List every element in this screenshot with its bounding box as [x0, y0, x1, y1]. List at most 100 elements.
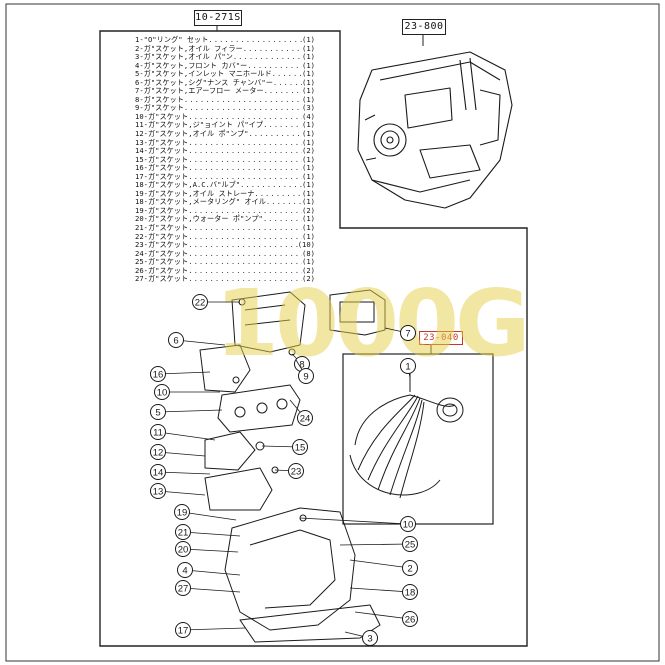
part-list-item[interactable]: 27-ガ"スケット...............................…: [135, 275, 315, 284]
part-leader-dots: ........................................…: [242, 44, 302, 53]
part-list-item[interactable]: 5-ガ"スケット,インレット マニホールド...................…: [135, 70, 315, 79]
callout-15[interactable]: 15: [261, 439, 308, 455]
callout-26[interactable]: 26: [354, 611, 418, 627]
part-list-item[interactable]: 26-ガ"スケット...............................…: [135, 266, 315, 276]
part-leader-dots: ........................................…: [262, 215, 302, 224]
part-quantity: (2): [302, 205, 315, 215]
callout-circle: [175, 541, 191, 557]
callout-number: 6: [173, 335, 178, 346]
part-list-item[interactable]: 19-ガ"スケット...............................…: [135, 205, 315, 216]
part-name: 13-ガ"スケット: [135, 137, 189, 147]
engine-ref-box[interactable]: 23-800: [402, 19, 446, 35]
main-ref-box[interactable]: 10-271S: [194, 10, 242, 26]
part-list-item[interactable]: 17-ガ"スケット...............................…: [135, 172, 315, 182]
callout-6[interactable]: 6: [168, 332, 226, 348]
part-list-item[interactable]: 2-ガ"スケット,オイル フィラー.......................…: [135, 44, 315, 54]
part-list-item[interactable]: 15-ガ"スケット...............................…: [135, 155, 315, 165]
part-leader-dots: ........................................…: [188, 224, 303, 233]
part-list-item[interactable]: 22-ガ"スケット...............................…: [135, 231, 315, 242]
part-list-item[interactable]: 19-ガ"スケット,オイル ストレーナ.....................…: [135, 188, 315, 199]
callout-9[interactable]: 9: [295, 359, 314, 384]
harness-ref-box[interactable]: 23-040: [419, 331, 463, 345]
callout-1[interactable]: 1: [400, 358, 416, 379]
callout-12[interactable]: 12: [150, 444, 206, 460]
callout-leader-line: [157, 409, 223, 413]
part-leader-dots: ........................................…: [188, 172, 303, 181]
part-list-item[interactable]: 16-ガ"スケット...............................…: [135, 164, 315, 173]
callout-27[interactable]: 27: [175, 580, 241, 596]
part-name: 22-ガ"スケット: [135, 231, 189, 241]
part-list-item[interactable]: 9-ガ"スケット................................…: [135, 104, 315, 113]
part-list-item[interactable]: 4-ガ"スケット,フロント カバ"ー......................…: [135, 60, 315, 71]
callout-20[interactable]: 20: [175, 541, 239, 557]
callout-2[interactable]: 2: [349, 559, 418, 576]
callout-circle: [150, 444, 166, 460]
part-name: 19-ガ"スケット,オイル ストレーナ: [135, 188, 255, 198]
part-name: 16-ガ"スケット: [135, 163, 189, 173]
part-list-item[interactable]: 23-ガ"スケット...............................…: [135, 241, 315, 250]
part-list-item[interactable]: 11-ガ"スケット,ジ"ョイント パ"イプ...................…: [135, 121, 315, 130]
part-list-item[interactable]: 10-ガ"スケット...............................…: [135, 112, 315, 122]
callout-25[interactable]: 25: [339, 536, 418, 552]
part-list-item[interactable]: 24-ガ"スケット...............................…: [135, 248, 315, 259]
callout-3[interactable]: 3: [344, 630, 378, 646]
callout-17[interactable]: 17: [175, 622, 246, 638]
callout-23[interactable]: 23: [274, 463, 304, 479]
part-quantity: (8): [302, 248, 315, 258]
part-name: 9-ガ"スケット: [135, 103, 184, 113]
callout-circle: [175, 622, 191, 638]
callout-number: 25: [405, 539, 416, 550]
callout-number: 20: [178, 544, 189, 555]
callout-22[interactable]: 22: [192, 294, 241, 310]
part-list-item[interactable]: 13-ガ"スケット...............................…: [135, 137, 315, 148]
part-leader-dots: ........................................…: [188, 155, 303, 164]
callout-number: 23: [291, 466, 302, 477]
part-leader-dots: ........................................…: [240, 181, 302, 190]
part-list-item[interactable]: 21-ガ"スケット...............................…: [135, 223, 315, 233]
part-quantity: (1): [302, 257, 315, 267]
callout-number: 8: [299, 359, 304, 370]
callout-16[interactable]: 16: [150, 366, 211, 382]
part-list-item[interactable]: 1-"O"リング" セット...........................…: [135, 35, 315, 45]
callout-number: 14: [153, 467, 164, 478]
callout-18[interactable]: 18: [349, 584, 418, 600]
callout-leader-line: [182, 531, 241, 537]
callout-19[interactable]: 19: [174, 504, 237, 521]
part-list-item[interactable]: 7-ガ"スケット,エアーフロー メーター....................…: [135, 87, 315, 96]
part-list-item[interactable]: 8-ガ"スケット................................…: [135, 95, 315, 105]
callout-10[interactable]: 10: [299, 516, 416, 532]
part-list-item[interactable]: 6-ガ"スケット,シグ"ナンス チャンバ"ー..................…: [135, 78, 315, 88]
callout-14[interactable]: 14: [150, 464, 211, 480]
callout-number: 17: [178, 625, 189, 636]
part-list-item[interactable]: 12-ガ"スケット,オイル ポ"ンプ".....................…: [135, 129, 315, 139]
callout-circle: [362, 630, 378, 646]
part-leader-dots: ........................................…: [254, 189, 303, 198]
callout-7[interactable]: 7: [384, 325, 416, 341]
part-quantity: (1): [302, 137, 315, 147]
callout-leader-line: [299, 517, 409, 525]
part-list-item[interactable]: 25-ガ"スケット...............................…: [135, 258, 315, 267]
part-leader-dots: ........................................…: [188, 206, 303, 215]
callout-21[interactable]: 21: [175, 524, 241, 540]
callout-circle: [175, 524, 191, 540]
callout-4[interactable]: 4: [177, 562, 241, 578]
callout-11[interactable]: 11: [150, 424, 216, 441]
part-list-item[interactable]: 20-ガ"スケット,ウォーター ポ"ンプ"...................…: [135, 215, 315, 224]
callout-number: 4: [182, 565, 187, 576]
callout-circle: [150, 366, 166, 382]
part-list-item[interactable]: 3-ガ"スケット,オイル パ"ン........................…: [135, 53, 315, 62]
part-list-item[interactable]: 14-ガ"スケット...............................…: [135, 147, 315, 156]
callout-circle: [150, 483, 166, 499]
part-list-item[interactable]: 18-ガ"スケット,メータリング" オイル...................…: [135, 198, 315, 207]
part-leader-dots: ........................................…: [188, 138, 303, 147]
callout-13[interactable]: 13: [150, 483, 206, 499]
watermark: 1000G: [215, 270, 531, 377]
callout-24[interactable]: 24: [289, 399, 313, 426]
part-list-item[interactable]: 18-ガ"スケット,A.C.バ"ルブ".....................…: [135, 181, 315, 190]
part-name: 4-ガ"スケット,フロント カバ"ー: [135, 60, 248, 70]
callout-10[interactable]: 10: [154, 384, 221, 400]
callout-number: 11: [153, 427, 163, 438]
callout-5[interactable]: 5: [150, 404, 223, 420]
